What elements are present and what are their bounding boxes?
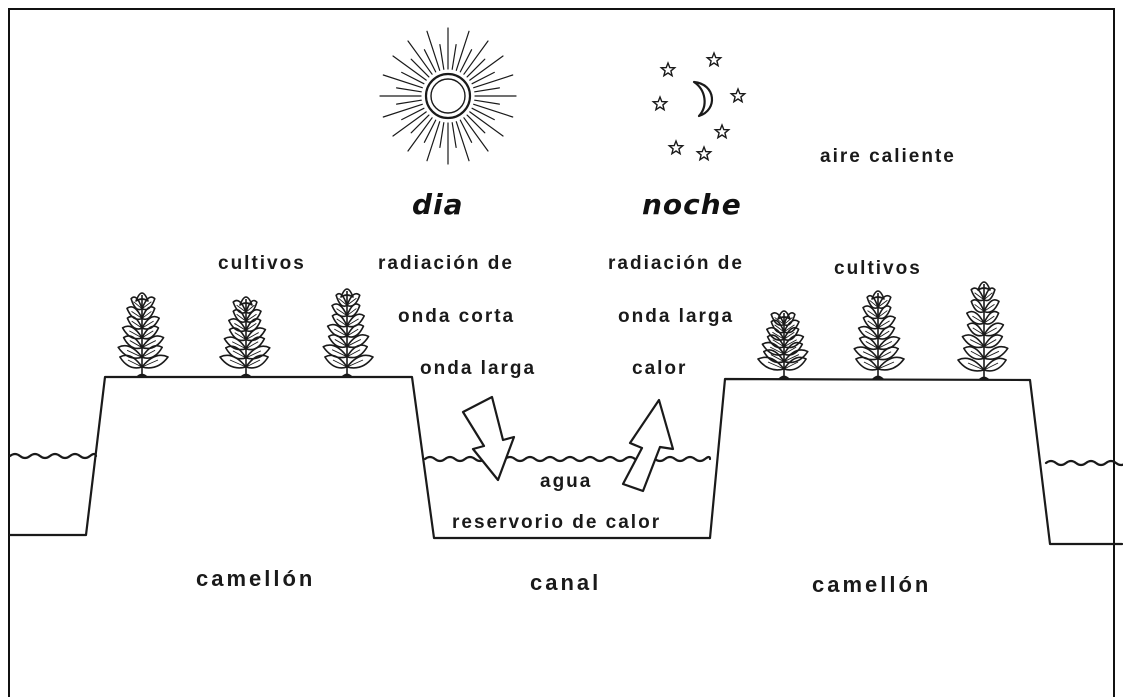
sun-ray <box>392 55 427 81</box>
sun-ray <box>396 87 422 93</box>
plant-icon <box>322 288 374 378</box>
star-icon <box>667 139 685 156</box>
moon-icon <box>692 80 714 118</box>
label-cultivos-right: cultivos <box>834 258 922 279</box>
star-icon <box>651 95 669 112</box>
sun-ray <box>473 74 514 89</box>
sun-ray <box>469 111 504 137</box>
sun-ray <box>401 71 425 85</box>
sun-ray <box>423 119 437 143</box>
star-icon <box>659 61 677 78</box>
sun-ray <box>426 121 441 162</box>
sun-ray <box>455 121 470 162</box>
sun-ray <box>459 49 473 73</box>
label-cultivos-left: cultivos <box>218 253 306 274</box>
label-radiacion-night-2: onda larga <box>618 306 735 327</box>
sun-ray <box>474 87 500 93</box>
sun-ray <box>473 103 514 118</box>
diagram-frame <box>8 8 1115 697</box>
sun-ray <box>401 107 425 121</box>
label-reservorio: reservorio de calor <box>452 512 662 533</box>
sun-ray <box>423 49 437 73</box>
label-camellon-right: camellón <box>812 572 932 597</box>
sun-ray <box>466 58 486 78</box>
star-icon <box>713 123 731 140</box>
sun-ray <box>466 114 486 134</box>
sun-ray <box>426 30 441 71</box>
sun-ray <box>463 40 489 75</box>
star-icon <box>729 87 747 104</box>
label-canal: canal <box>530 570 602 595</box>
sun-ray <box>455 30 470 71</box>
sun-ray <box>439 43 445 70</box>
sun-ray <box>392 111 427 137</box>
plant-icon <box>957 281 1009 381</box>
label-radiacion-day-3: onda larga <box>420 358 537 379</box>
sun-ray <box>407 117 433 152</box>
water-wave-icon <box>8 452 1123 467</box>
star-icon <box>705 51 723 68</box>
sun-ray <box>474 99 500 105</box>
plant-icon <box>219 296 271 378</box>
sun-ray <box>396 99 422 105</box>
label-radiacion-day-1: radiación de <box>378 253 514 274</box>
sun-ray <box>463 117 489 152</box>
sun-ray <box>410 58 430 78</box>
star-icon <box>695 145 713 162</box>
label-radiacion-day-2: onda corta <box>398 306 516 327</box>
sun-ray <box>439 122 445 148</box>
sun-icon <box>379 27 517 165</box>
sun-ray <box>451 43 457 70</box>
label-noche: noche <box>642 188 742 221</box>
plant-icon <box>757 310 809 380</box>
label-dia: dia <box>412 188 464 221</box>
plant-icon <box>853 290 905 380</box>
sun-ray <box>407 40 433 75</box>
sun-ray <box>471 71 495 85</box>
label-camellon-left: camellón <box>196 566 316 591</box>
label-radiacion-night-3: calor <box>632 358 688 379</box>
sun-ray <box>459 119 473 143</box>
plant-icon <box>117 292 169 378</box>
sun-ray <box>469 55 504 81</box>
sun-ray <box>471 107 495 121</box>
sun-ray <box>382 103 423 118</box>
sun-ray <box>410 114 430 134</box>
sun-ray <box>382 74 423 89</box>
label-radiacion-night-1: radiación de <box>608 253 744 274</box>
arrow-up-icon <box>621 398 675 493</box>
label-aire-caliente: aire caliente <box>820 146 956 167</box>
sun-ray <box>451 122 457 148</box>
label-agua: agua <box>540 471 593 492</box>
arrow-down-icon <box>461 395 516 482</box>
